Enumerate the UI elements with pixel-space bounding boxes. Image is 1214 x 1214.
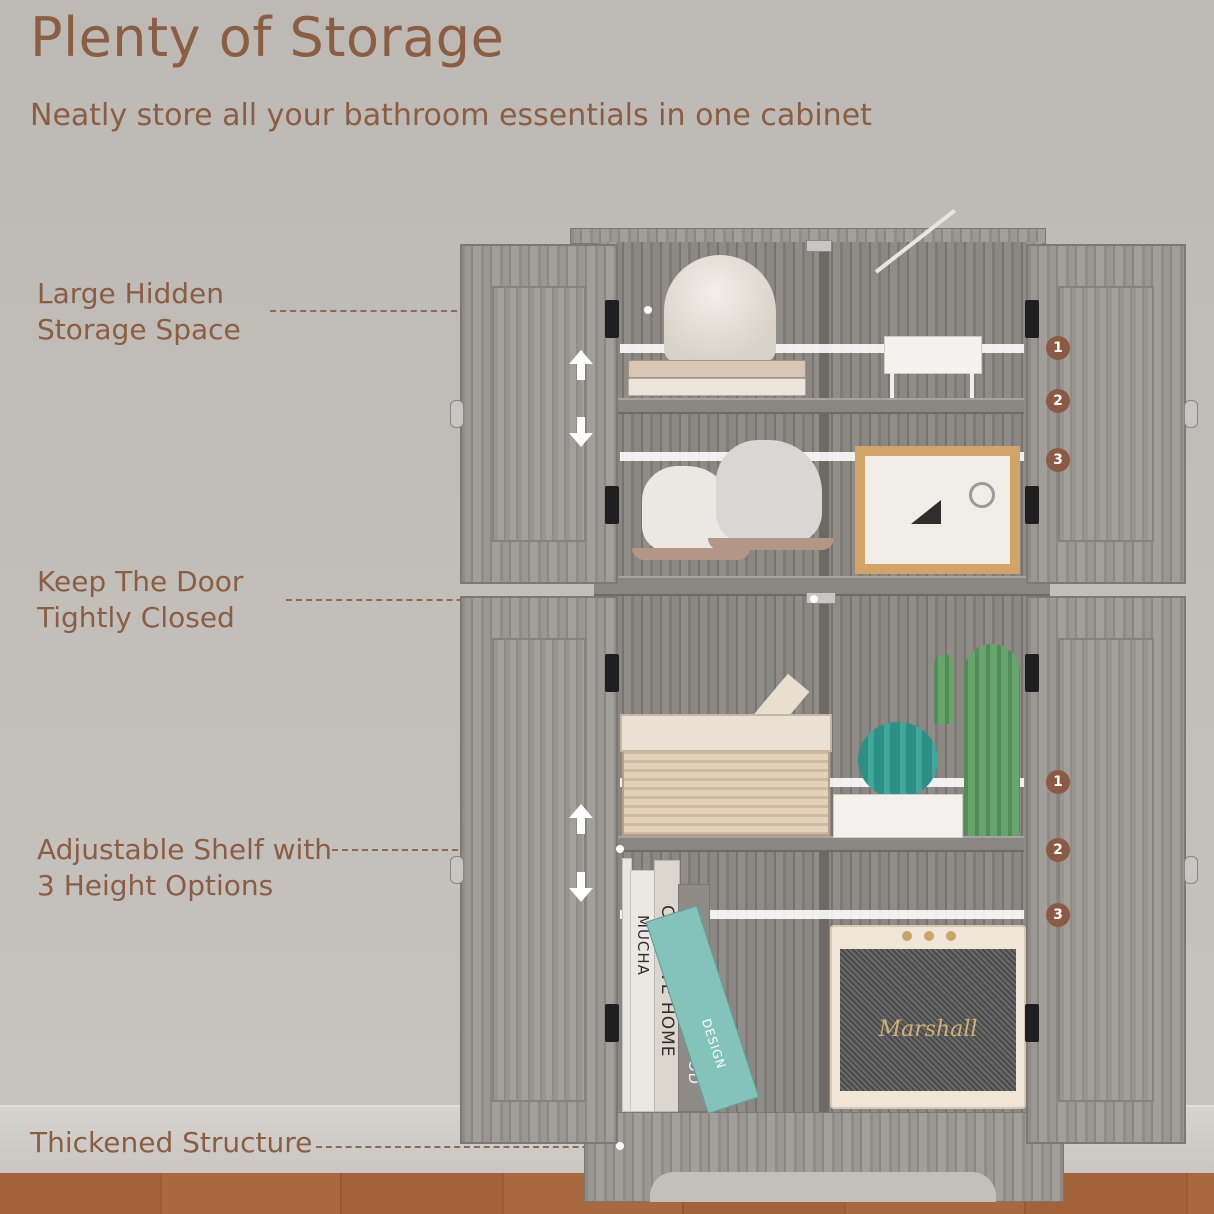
feature-label: 3 Height Options: [37, 869, 274, 902]
feature-label: Tightly Closed: [37, 601, 235, 634]
feature-label: Storage Space: [37, 313, 241, 346]
piano-leg: [890, 372, 894, 398]
hinge-icon: [605, 300, 619, 338]
door-lower-left: [460, 596, 618, 1144]
lower-adjustable-shelf: [616, 836, 1024, 852]
speaker-knob: [902, 931, 912, 941]
rocking-horse-base: [632, 548, 750, 560]
hinge-icon: [1025, 300, 1039, 338]
stacked-book: [628, 360, 806, 378]
rocking-horse-large: [716, 440, 822, 544]
feature-label: Adjustable Shelf with: [37, 833, 333, 866]
hinge-icon: [605, 1004, 619, 1042]
door-knob: [450, 400, 464, 428]
ceramic-face-vase: [664, 255, 776, 363]
frame-artwork: [911, 500, 941, 524]
teal-ceramic-ornament: [858, 722, 938, 798]
feature-thickened-structure: Thickened Structure: [30, 1125, 312, 1161]
feature-label: Thickened Structure: [30, 1126, 313, 1159]
height-option-indicator: [620, 910, 1024, 919]
ceramic-cactus: [964, 644, 1020, 836]
hinge-icon: [1025, 1004, 1039, 1042]
base-cutout: [650, 1172, 996, 1202]
height-option-badge: 3: [1046, 448, 1070, 472]
feature-large-hidden-storage: Large Hidden Storage Space: [37, 276, 241, 348]
callout-dot: [810, 595, 818, 603]
door-lower-right: [1026, 596, 1186, 1144]
arrow-down-icon: [569, 417, 593, 447]
door-knob: [450, 856, 464, 884]
height-option-badge: 2: [1046, 838, 1070, 862]
arrow-up-icon: [569, 350, 593, 380]
cactus-arm: [934, 654, 954, 724]
upper-adjustable-shelf: [616, 398, 1024, 414]
door-upper-right: [1026, 244, 1186, 584]
book: MUCHA: [630, 870, 656, 1112]
center-divider: [819, 242, 829, 1112]
hinge-icon: [1025, 486, 1039, 524]
height-option-indicator: [620, 452, 1024, 461]
door-upper-left: [460, 244, 618, 584]
height-option-badge: 3: [1046, 903, 1070, 927]
speaker-knob: [924, 931, 934, 941]
callout-dot: [616, 845, 624, 853]
feature-door-closed: Keep The Door Tightly Closed: [37, 564, 243, 636]
door-knob: [1184, 856, 1198, 884]
piano-leg: [970, 372, 974, 398]
stacked-book: [628, 378, 806, 396]
picture-frame: [855, 446, 1020, 574]
hinge-icon: [605, 654, 619, 692]
speaker-brand-logo: Marshall: [878, 1017, 978, 1042]
feature-label: Keep The Door: [37, 565, 244, 598]
page-subtitle: Neatly store all your bathroom essential…: [30, 98, 872, 133]
leader-line: [270, 310, 648, 312]
callout-dot: [644, 306, 652, 314]
magnetic-catch: [806, 240, 832, 252]
height-option-badge: 1: [1046, 336, 1070, 360]
speaker-knob: [946, 931, 956, 941]
hinge-icon: [605, 486, 619, 524]
miniature-piano: [884, 336, 982, 374]
callout-dot: [616, 1142, 624, 1150]
door-knob: [1184, 400, 1198, 428]
height-option-badge: 1: [1046, 770, 1070, 794]
leader-line: [316, 1146, 618, 1148]
hinge-icon: [1025, 654, 1039, 692]
book-title: DESIGN: [698, 1016, 729, 1071]
arrow-up-icon: [569, 804, 593, 834]
arrow-down-icon: [569, 872, 593, 902]
feature-label: Large Hidden: [37, 277, 225, 310]
basket-liner: [620, 714, 832, 752]
frame-artwork: [969, 482, 995, 508]
speaker-grille: Marshall: [840, 949, 1016, 1091]
height-option-badge: 2: [1046, 389, 1070, 413]
feature-adjustable-shelf: Adjustable Shelf with 3 Height Options: [37, 832, 332, 904]
white-box: [833, 794, 963, 838]
bluetooth-speaker: Marshall: [830, 925, 1026, 1109]
page-title: Plenty of Storage: [30, 6, 505, 69]
height-option-indicator: [620, 344, 1024, 353]
rocking-horse-base: [708, 538, 834, 550]
